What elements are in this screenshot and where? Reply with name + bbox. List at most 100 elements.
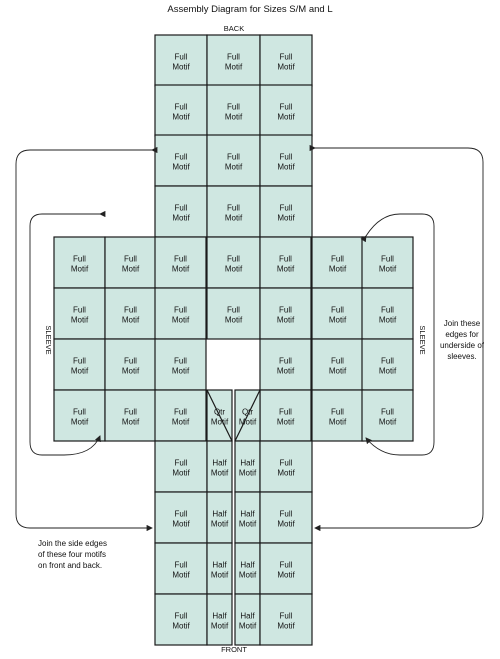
motif-label: Full xyxy=(280,204,293,213)
svg-text:edges for: edges for xyxy=(445,330,479,339)
motif-label: Motif xyxy=(71,265,89,274)
left-sleeve-arrow xyxy=(29,210,106,456)
motif-label: Full xyxy=(175,204,188,213)
motif-label: Half xyxy=(240,561,255,570)
front-label: FRONT xyxy=(221,645,247,654)
motif-label: Full xyxy=(331,255,344,264)
motif-label: Qtr xyxy=(242,408,253,417)
motif-grid: FullMotifFullMotifFullMotifFullMotifFull… xyxy=(53,34,414,646)
motif-label: Motif xyxy=(379,316,397,325)
back-label: BACK xyxy=(224,24,244,33)
motif-label: Full xyxy=(73,357,86,366)
right-join-note: Join these edges for underside of sleeve… xyxy=(440,319,485,361)
motif-label: Motif xyxy=(172,63,190,72)
motif-label: Motif xyxy=(277,163,295,172)
motif-label: Motif xyxy=(277,571,295,580)
motif-label: Motif xyxy=(329,316,347,325)
motif-label: Full xyxy=(175,459,188,468)
motif-label: Motif xyxy=(172,367,190,376)
motif-label: Motif xyxy=(329,367,347,376)
right-side-seam-arrow xyxy=(309,144,484,532)
motif-label: Full xyxy=(73,306,86,315)
motif-label: Full xyxy=(174,357,187,366)
motif-label: Half xyxy=(240,612,255,621)
motif-label: Full xyxy=(227,255,240,264)
motif-label: Full xyxy=(124,357,137,366)
svg-text:on front and back.: on front and back. xyxy=(38,561,102,570)
motif-label: Motif xyxy=(277,418,295,427)
motif-label: Motif xyxy=(225,214,243,223)
motif-label: Full xyxy=(381,408,394,417)
motif-label: Full xyxy=(280,459,293,468)
motif-label: Motif xyxy=(277,214,295,223)
motif-label: Full xyxy=(174,255,187,264)
motif-label: Full xyxy=(280,103,293,112)
motif-label: Motif xyxy=(277,316,295,325)
diagram-title: Assembly Diagram for Sizes S/M and L xyxy=(167,4,332,15)
motif-label: Full xyxy=(175,612,188,621)
motif-label: Full xyxy=(227,153,240,162)
motif-label: Full xyxy=(174,306,187,315)
motif-label: Full xyxy=(174,408,187,417)
join-arrows xyxy=(15,144,484,532)
motif-label: Full xyxy=(280,510,293,519)
motif-label: Full xyxy=(280,53,293,62)
sleeve-label-left: SLEEVE xyxy=(44,325,53,354)
motif-label: Full xyxy=(279,306,292,315)
neckline-v xyxy=(206,389,261,442)
motif-label: Half xyxy=(240,459,255,468)
right-sleeve-arrow xyxy=(360,213,435,456)
motif-label: Full xyxy=(175,153,188,162)
motif-label: Half xyxy=(212,561,227,570)
motif-label: Motif xyxy=(225,265,243,274)
motif-label: Full xyxy=(175,53,188,62)
motif-label: Full xyxy=(280,561,293,570)
motif-label: Motif xyxy=(122,418,140,427)
motif-label: Motif xyxy=(71,316,89,325)
motif-label: Motif xyxy=(172,316,190,325)
left-join-note: Join the side edges of these four motifs… xyxy=(38,539,107,570)
motif-label: Full xyxy=(124,408,137,417)
svg-text:Join the side edges: Join the side edges xyxy=(38,539,107,548)
motif-label: Half xyxy=(212,510,227,519)
motif-label: Full xyxy=(331,357,344,366)
motif-label: Full xyxy=(124,255,137,264)
motif-label: Full xyxy=(227,103,240,112)
motif-label: Full xyxy=(227,306,240,315)
motif-label: Motif xyxy=(379,367,397,376)
motif-label: Motif xyxy=(239,520,257,529)
motif-label: Full xyxy=(280,153,293,162)
motif-label: Motif xyxy=(329,265,347,274)
motif-label: Motif xyxy=(225,163,243,172)
motif-label: Full xyxy=(279,357,292,366)
motif-label: Motif xyxy=(71,418,89,427)
motif-label: Half xyxy=(212,612,227,621)
motif-label: Full xyxy=(279,255,292,264)
